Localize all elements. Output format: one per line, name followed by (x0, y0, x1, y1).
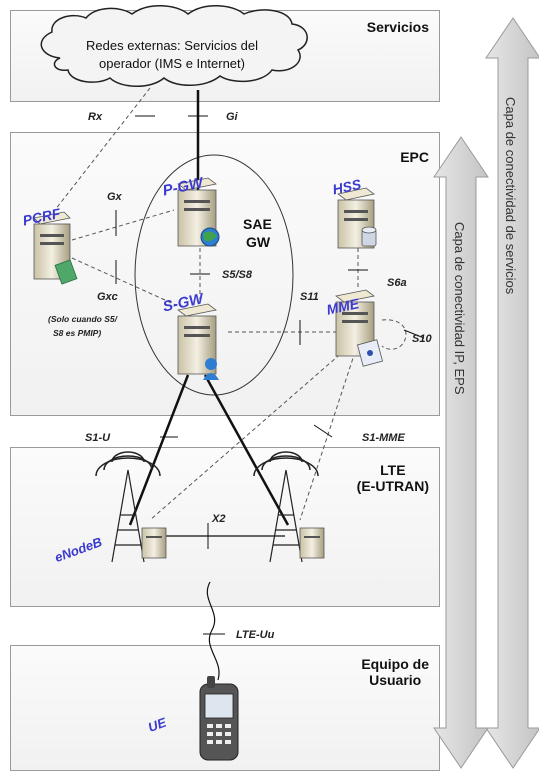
layer-title-ue-line2: Usuario (369, 672, 422, 688)
interface-s10-label: S10 (412, 333, 432, 345)
pgw-server-icon (177, 177, 220, 247)
interface-gi-label: Gi (226, 111, 239, 123)
interface-gxc-label: Gxc (97, 291, 118, 303)
ue-phone-icon (199, 676, 239, 761)
interface-x2-label: X2 (211, 513, 225, 525)
layer-title-epc: EPC (400, 149, 429, 165)
arrow-services-label: Capa de conectividad de servicios (503, 97, 518, 295)
pcrf-server-icon (33, 211, 78, 285)
cloud-redes-externas: Redes externas: Servicios del operador (… (40, 5, 308, 87)
cloud-line-2: operador (IMS e Internet) (99, 56, 245, 71)
arrow-ip-eps-label: Capa de conectividad IP, EPS (452, 222, 467, 395)
interface-lteuu-label: LTE-Uu (236, 629, 275, 641)
interface-s11-label: S11 (300, 291, 319, 303)
layer-lte: LTE (E-UTRAN) (10, 447, 440, 607)
gxc-note-line2: S8 es PMIP) (53, 328, 101, 338)
interface-s5s8-label: S5/S8 (222, 269, 253, 281)
interface-s6a-label: S6a (387, 277, 407, 289)
interface-s1mme-label: S1-MME (362, 432, 405, 444)
layer-title-lte: LTE (E-UTRAN) (357, 462, 429, 494)
mme-label: MME (325, 295, 361, 318)
layer-title-ue-line1: Equipo de (361, 656, 429, 672)
interface-ticks (115, 115, 425, 635)
enodeb-right-box-icon (299, 527, 325, 559)
sae-gw-label-2: GW (246, 234, 271, 250)
sae-gw-ellipse (134, 154, 294, 396)
sgw-server-icon (177, 303, 219, 380)
layer-title-ue: Equipo de Usuario (361, 656, 429, 688)
arrow-ip-eps-layer: Capa de conectividad IP, EPS (433, 136, 489, 769)
connections (54, 87, 407, 681)
ue-label: UE (146, 715, 168, 735)
interface-rx-label: Rx (88, 111, 103, 123)
layer-title-lte-line1: LTE (380, 462, 406, 478)
enodeb-left-tower-icon (95, 451, 161, 563)
enodeb-label: eNodeB (53, 534, 104, 565)
sae-gw-label-1: SAE (243, 216, 272, 232)
enodeb-right-tower-icon (253, 451, 319, 563)
hss-server-icon (337, 187, 377, 249)
enodeb-left-box-icon (141, 527, 167, 559)
layer-title-servicios: Servicios (366, 19, 429, 35)
mme-server-icon (335, 289, 383, 367)
pcrf-label: PCRF (21, 205, 62, 229)
arrow-services-layer: Capa de conectividad de servicios (485, 17, 539, 769)
cloud-line-1: Redes externas: Servicios del (86, 38, 258, 53)
layer-epc: EPC (10, 132, 440, 416)
layer-title-lte-line2: (E-UTRAN) (356, 478, 429, 494)
interface-gx-label: Gx (107, 191, 123, 203)
gxc-note-line1: (Solo cuando S5/ (48, 314, 119, 324)
hss-label: HSS (331, 176, 363, 198)
interface-s1u-label: S1-U (85, 432, 111, 444)
